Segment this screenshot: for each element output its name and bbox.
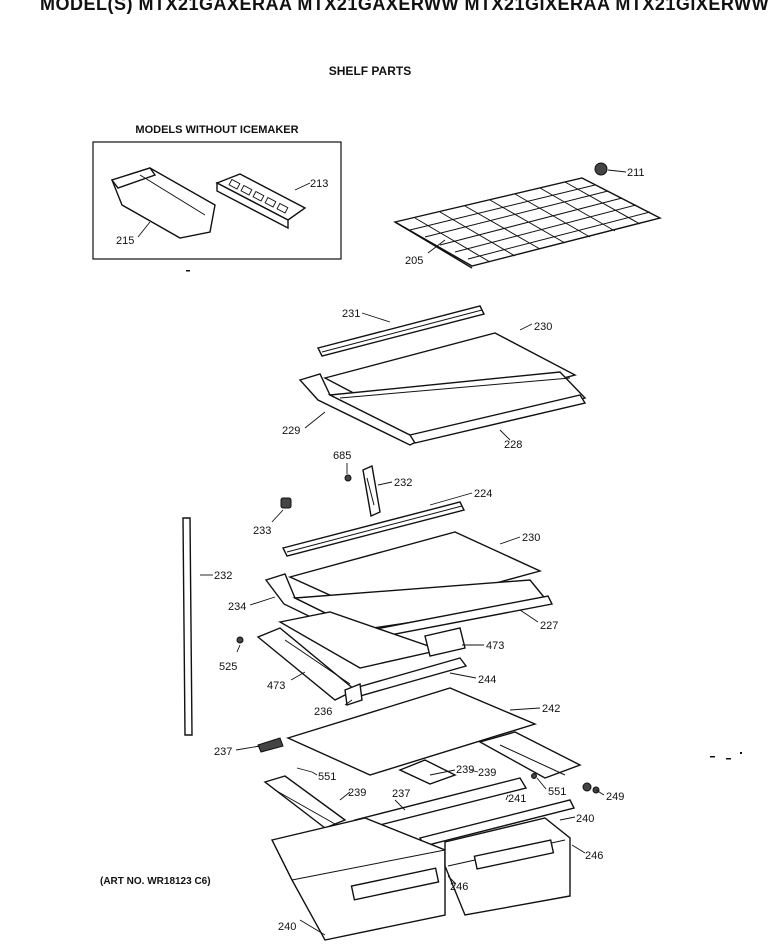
callout-232-upper: 232 — [394, 477, 412, 489]
callout-244: 244 — [478, 674, 496, 686]
part-233-clip — [280, 497, 292, 509]
callout-215: 215 — [116, 235, 134, 247]
callout-551-right: 551 — [548, 786, 566, 798]
callout-227: 227 — [540, 620, 558, 632]
inset-title: MODELS WITHOUT ICEMAKER — [135, 124, 299, 136]
callout-239-left: 239 — [348, 787, 366, 799]
part-232-side-rail — [182, 517, 193, 736]
callout-239-right: 239 — [478, 767, 496, 779]
callout-231: 231 — [342, 308, 360, 320]
callout-240-right: 240 — [576, 813, 594, 825]
part-551-screw-right — [531, 773, 537, 779]
page-subtitle: SHELF PARTS — [328, 64, 412, 78]
part-237-bracket-left — [257, 737, 284, 753]
callout-205: 205 — [405, 255, 423, 267]
callout-211: 211 — [627, 167, 645, 179]
part-551-screw-left — [296, 767, 313, 773]
callout-249: 249 — [606, 791, 624, 803]
part-240-drawer-right — [444, 817, 571, 916]
callout-239-center: 239 — [456, 764, 474, 776]
callout-246-left: 246 — [450, 881, 468, 893]
callout-246-right: 246 — [585, 850, 603, 862]
callout-228: 228 — [504, 439, 522, 451]
part-239-hinge — [398, 759, 457, 785]
callout-213: 213 — [310, 178, 328, 190]
callout-242: 242 — [542, 703, 560, 715]
part-213-ice-tray — [215, 173, 307, 230]
part-239-frame-right — [478, 731, 582, 779]
part-215-bin — [110, 167, 216, 239]
callout-224: 224 — [474, 488, 492, 500]
callout-551-left: 551 — [318, 771, 336, 783]
part-232-bracket — [362, 464, 381, 518]
callout-525: 525 — [219, 661, 237, 673]
part-249-clip — [582, 782, 600, 794]
callout-234: 234 — [228, 601, 246, 613]
part-239-frame-left — [263, 775, 347, 829]
part-231-trim — [316, 305, 486, 357]
art-number: (ART NO. WR18123 C6) — [100, 876, 211, 887]
part-211-clip — [594, 162, 627, 176]
callout-230-top: 230 — [534, 321, 552, 333]
callout-241: 241 — [508, 793, 526, 805]
callout-237-left: 237 — [214, 746, 232, 758]
callout-230-middle: 230 — [522, 532, 540, 544]
callout-473-left: 473 — [267, 680, 285, 692]
part-236-bracket — [344, 683, 363, 706]
part-473-slide — [424, 627, 466, 657]
callout-233: 233 — [253, 525, 271, 537]
models-header: MODEL(S) MTX21GAXERAA MTX21GAXERWW MTX21… — [40, 0, 770, 14]
callout-237-support: 237 — [392, 788, 410, 800]
callout-236: 236 — [314, 706, 332, 718]
callout-240-left: 240 — [278, 921, 296, 933]
stray-marks — [186, 270, 742, 760]
callout-229: 229 — [282, 425, 300, 437]
part-224-trim — [281, 501, 466, 557]
part-240-drawer-left — [270, 817, 446, 941]
part-228-rail — [408, 394, 587, 444]
inset-box — [92, 141, 342, 260]
callout-473-right: 473 — [486, 640, 504, 652]
leader-lines — [137, 182, 605, 936]
part-242-glass — [286, 687, 538, 776]
part-685-screw — [344, 474, 352, 482]
part-205-wire-shelf — [393, 177, 662, 269]
part-525-screw — [236, 636, 244, 644]
callout-685: 685 — [333, 450, 351, 462]
callout-232-side: 232 — [214, 570, 232, 582]
